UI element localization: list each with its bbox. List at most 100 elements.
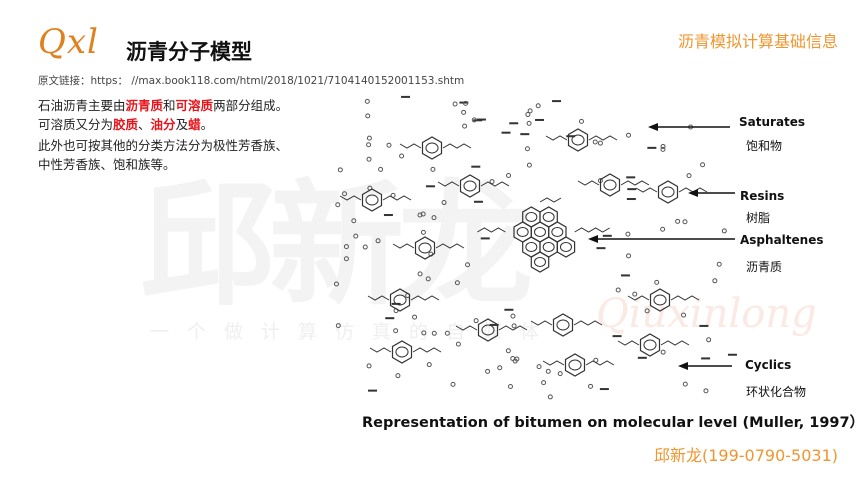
saturate-molecule xyxy=(366,363,372,369)
label-asphaltenes-cn: 沥青质 xyxy=(746,260,783,274)
alkyl-chain xyxy=(410,295,440,301)
benzene-ring xyxy=(361,188,383,212)
saturate-molecule xyxy=(588,383,594,389)
saturate-molecule xyxy=(465,262,471,268)
alkyl-chain xyxy=(539,197,562,203)
saturate-molecule xyxy=(455,341,461,347)
saturate-molecule xyxy=(625,132,631,138)
alkyl-chain xyxy=(660,340,690,346)
saturate-molecule xyxy=(378,166,384,172)
saturate-molecule xyxy=(420,211,426,217)
saturate-molecule xyxy=(452,101,458,107)
contact-info: 邱新龙(199-0790-5031) xyxy=(653,446,838,465)
ring-circle xyxy=(559,242,572,252)
ring-circle xyxy=(556,319,570,331)
saturate-molecule xyxy=(700,162,706,168)
ring-circle xyxy=(568,359,582,371)
ring-circle xyxy=(551,227,564,237)
saturate-molecule xyxy=(335,323,341,329)
saturate-dash xyxy=(368,389,378,392)
alkyl-chain xyxy=(437,181,460,187)
label-saturates: Saturates xyxy=(739,115,806,129)
highlight-maltene: 可溶质 xyxy=(175,98,214,113)
alkyl-chain xyxy=(480,181,510,187)
saturate-molecule xyxy=(597,140,603,146)
saturate-dash xyxy=(626,198,636,201)
alkyl-chain xyxy=(588,135,618,141)
ring-circle xyxy=(542,212,555,222)
alkyl-chain xyxy=(617,340,640,346)
ring-circle xyxy=(643,339,657,351)
saturate-dash xyxy=(612,335,622,338)
highlight-resin: 胶质 xyxy=(113,117,139,132)
alkyl-chain xyxy=(542,360,565,366)
benzene-ring xyxy=(421,136,443,160)
saturate-dash xyxy=(509,122,519,125)
benzene-ring xyxy=(657,180,679,204)
ring-circle xyxy=(418,242,432,254)
resins-arrow-arrowhead-icon xyxy=(688,189,698,197)
saturate-molecule xyxy=(471,117,477,123)
ring-circle xyxy=(653,294,667,306)
saturate-molecule xyxy=(353,233,359,239)
saturate-molecule xyxy=(461,109,467,115)
saturate-molecule xyxy=(462,123,468,129)
saturate-molecule xyxy=(362,244,368,250)
body-line-3: 此外也可按其他的分类方法分为极性芳香族、 xyxy=(38,138,289,153)
saturate-molecule xyxy=(654,279,660,285)
alkyl-chain xyxy=(412,347,442,353)
page-title: 沥青分子模型 xyxy=(126,40,252,64)
text: 和 xyxy=(163,98,176,113)
saturate-dash xyxy=(489,323,499,326)
saturate-molecule xyxy=(450,381,456,387)
saturate-dash xyxy=(401,95,411,98)
ring-circle xyxy=(542,242,555,252)
watermark-script: Qiuxinlong xyxy=(596,291,817,337)
saturate-molecule xyxy=(426,362,432,368)
label-saturates-cn: 饱和物 xyxy=(746,139,783,153)
alkyl-chain xyxy=(573,320,603,326)
saturate-molecule xyxy=(525,112,531,118)
saturate-molecule xyxy=(421,330,427,336)
saturate-dash xyxy=(480,237,490,240)
source-url[interactable]: https： //max.book118.com/html/2018/1021/… xyxy=(90,75,465,87)
saturate-molecule xyxy=(557,371,563,377)
ring-circle xyxy=(425,142,439,154)
saturate-molecule xyxy=(592,139,598,145)
saturate-molecule xyxy=(644,308,650,314)
saturate-molecule xyxy=(506,173,512,179)
body-line-2: 可溶质又分为胶质、油分及蜡。 xyxy=(38,115,213,134)
alkyl-chain xyxy=(339,195,362,201)
saturate-dash xyxy=(620,274,630,277)
alkyl-chain xyxy=(392,243,415,249)
saturate-molecule xyxy=(675,218,681,224)
ring-circle xyxy=(365,194,379,206)
section-title: 沥青模拟计算基础信息 xyxy=(677,32,838,51)
saturate-molecule xyxy=(441,200,447,206)
label-resins-cn: 树脂 xyxy=(746,211,771,225)
saturate-molecule xyxy=(535,103,541,109)
benzene-ring xyxy=(599,173,621,197)
alkyl-chain xyxy=(369,347,392,353)
saturate-molecule xyxy=(682,381,688,387)
ring-circle xyxy=(481,324,495,336)
saturate-molecule xyxy=(366,156,372,162)
highlight-oil: 油分 xyxy=(150,117,176,132)
highlight-wax: 蜡 xyxy=(188,117,201,132)
saturate-molecule xyxy=(444,330,450,336)
saturate-molecule xyxy=(386,142,392,148)
source-link[interactable]: 原文链接：https： //max.book118.com/html/2018/… xyxy=(38,73,464,88)
ring-circle xyxy=(661,186,675,198)
benzene-ring xyxy=(556,236,576,258)
alkyl-chain xyxy=(635,187,658,193)
saturate-molecule xyxy=(578,118,584,124)
saturate-molecule xyxy=(524,146,530,152)
saturate-molecule xyxy=(721,228,727,234)
saturate-molecule xyxy=(485,368,491,374)
benzene-ring xyxy=(477,318,499,342)
saturate-molecule xyxy=(463,100,469,106)
saturate-molecule xyxy=(342,191,348,197)
saturate-dash xyxy=(701,357,711,360)
benzene-ring xyxy=(552,313,574,337)
saturate-dash xyxy=(471,165,481,168)
